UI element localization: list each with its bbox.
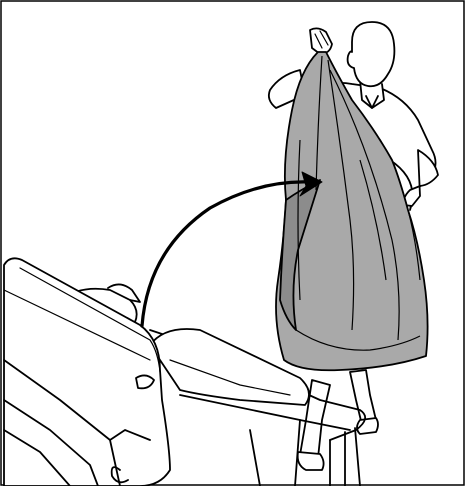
person-left-shoe (298, 452, 324, 470)
